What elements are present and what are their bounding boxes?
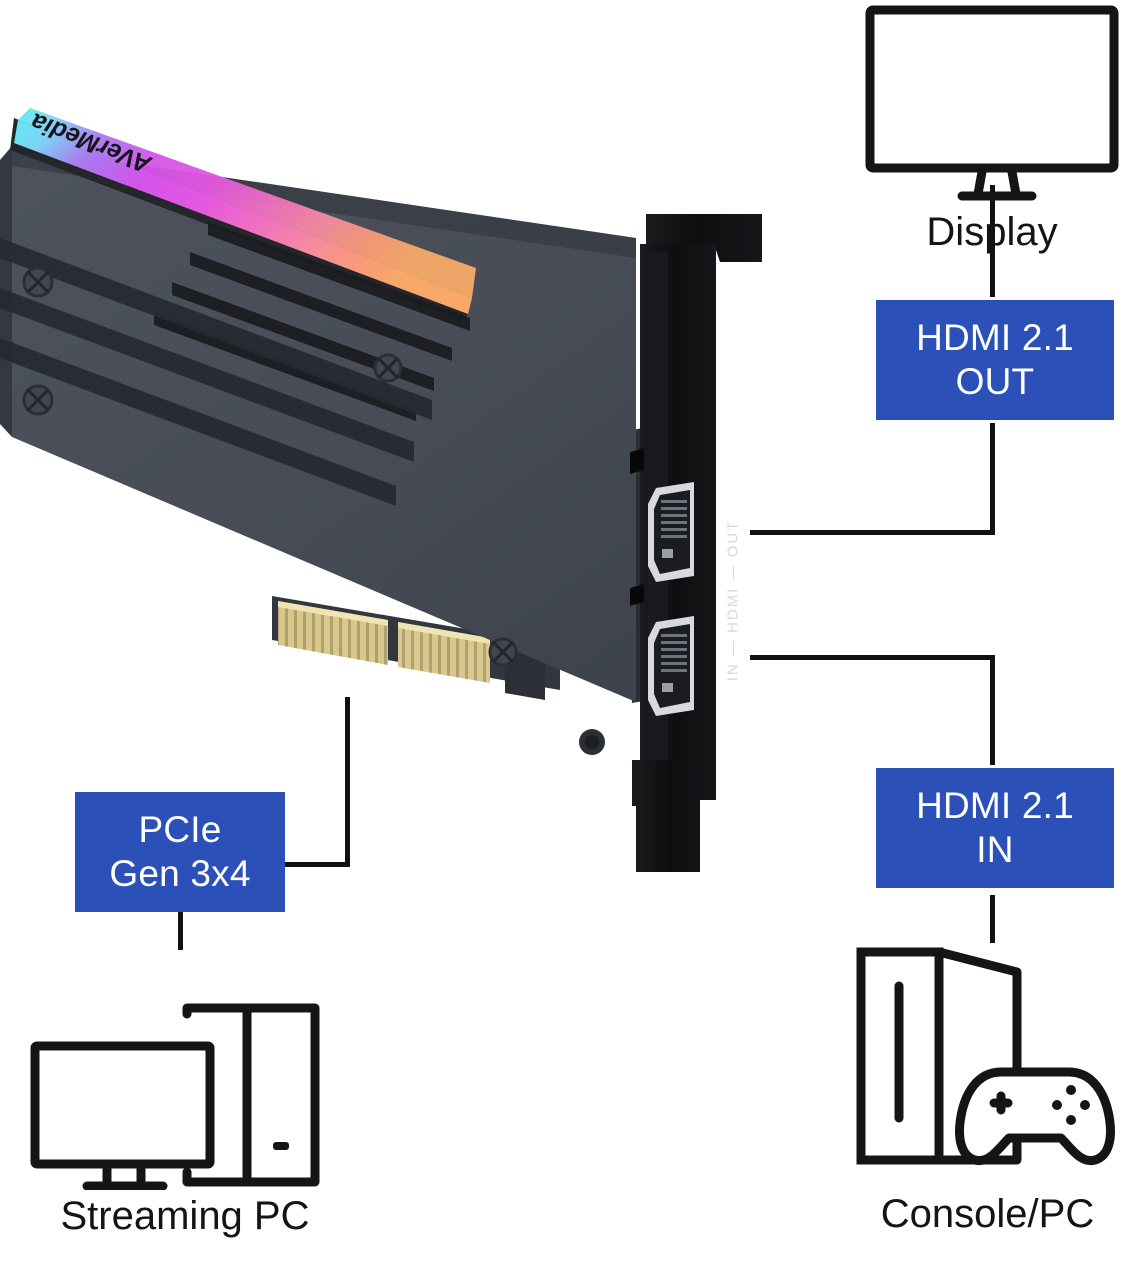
device-streaming-pc[interactable]: Streaming PC xyxy=(20,1000,350,1239)
callout-pcie-line2: Gen 3x4 xyxy=(109,853,251,894)
connector-console-vertical xyxy=(990,895,995,943)
callout-pcie-line1: PCIe xyxy=(138,809,222,851)
device-display-caption: Display xyxy=(926,210,1058,254)
pcie-capture-card: AVerMedia IN — HDMI — OUT xyxy=(0,107,762,872)
device-display[interactable]: Display xyxy=(858,4,1126,255)
connector-pcie-horizontal xyxy=(285,862,350,867)
callout-hdmi-out[interactable]: HDMI 2.1 OUT xyxy=(876,300,1114,420)
callout-pcie[interactable]: PCIe Gen 3x4 xyxy=(75,792,285,912)
callout-hdmi-in[interactable]: HDMI 2.1 IN xyxy=(876,768,1114,888)
device-console-pc-caption: Console/PC xyxy=(880,1192,1095,1236)
connector-hdmi-out-vertical xyxy=(990,423,995,535)
console-gamepad-icon xyxy=(856,947,1115,1166)
connector-hdmi-in-horizontal xyxy=(750,655,995,660)
connector-hdmi-in-vertical xyxy=(990,655,995,765)
callout-hdmi-in-line2: IN xyxy=(976,829,1014,870)
bracket-silkscreen-text: IN — HDMI — OUT xyxy=(724,519,742,682)
pcie-edge-connector xyxy=(272,596,560,700)
hdmi-out-port xyxy=(648,482,694,582)
card-illustration xyxy=(0,108,762,872)
device-console-pc[interactable]: Console/PC xyxy=(845,940,1130,1237)
monitor-icon xyxy=(865,5,1119,201)
desktop-tower-icon xyxy=(30,1003,320,1190)
callout-hdmi-out-line2: OUT xyxy=(955,361,1035,402)
connector-display-vertical xyxy=(990,185,995,297)
connector-streaming-pc-vertical xyxy=(178,912,183,950)
callout-hdmi-in-line1: HDMI 2.1 xyxy=(916,785,1074,827)
hdmi-in-port xyxy=(648,616,694,716)
callout-hdmi-out-line1: HDMI 2.1 xyxy=(916,317,1074,359)
heatsink-grooves xyxy=(0,238,432,506)
connector-pcie-vertical xyxy=(345,697,350,867)
device-streaming-pc-caption: Streaming PC xyxy=(60,1194,310,1238)
connector-hdmi-out-horizontal xyxy=(750,530,995,535)
